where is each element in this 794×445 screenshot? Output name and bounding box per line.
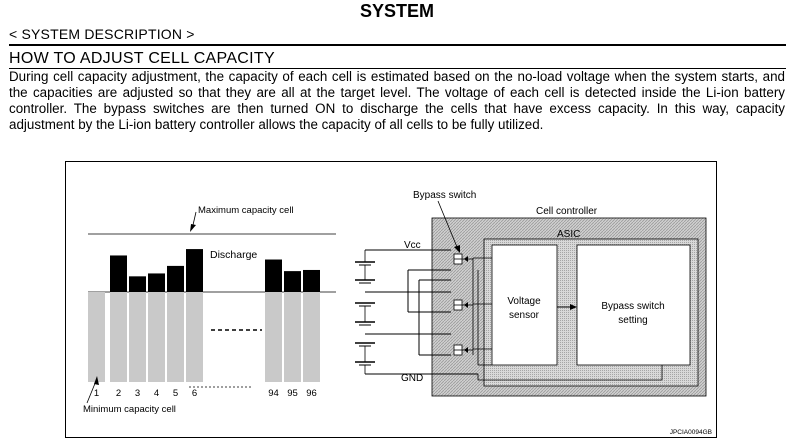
cell-excess-bar [303,269,320,292]
cell-number: 95 [287,388,298,399]
cell-number: 2 [116,388,121,399]
max-cell-leader [192,211,197,226]
cell-base-bar [167,292,184,382]
section-divider [9,44,786,46]
bypass-switch-label: Bypass switch [413,190,476,201]
cell-number: 4 [154,388,159,399]
gnd-label: GND [401,373,423,384]
cell-base-bar [110,292,127,382]
cell-capacity-diagram: 1 2 3 4 5 6 94 95 96 Discharge Maximum capacity … [83,190,712,436]
cell-number: 96 [306,388,317,399]
max-cell-arrowhead [190,224,196,232]
page-header-title: SYSTEM [359,1,434,21]
cell-base-bar [129,292,146,382]
switch-arrowhead [464,302,468,308]
cell-number: 6 [192,388,197,399]
cell-capacity-figure: 1 2 3 4 5 6 94 95 96 Discharge Maximum capacity … [65,161,717,438]
section-label: < SYSTEM DESCRIPTION > [9,26,195,42]
cell-base-bar [303,292,320,382]
circuit-wiring [355,249,663,381]
min-capacity-cell-label: Minimum capacity cell [83,404,176,415]
figure-id: JPCIA0094GB [670,429,712,436]
cell-base-bar [265,292,282,382]
switch-arrowhead [464,256,468,262]
cell-excess-bar [284,271,301,292]
cell-excess-bar [186,249,203,292]
cell-number-labels: 1 2 3 4 5 6 94 95 96 [94,388,317,399]
voltage-sensor-label-2: sensor [509,310,540,321]
min-cell-arrowhead [94,376,99,385]
cell-controller-circuit: Cell controller ASIC Voltage sensor Bypa… [355,190,712,436]
cell-base-bar [148,292,165,382]
voltage-sensor-box [491,244,558,366]
sensor-to-setting-arrowhead [570,304,577,310]
cell-base-bar [284,292,301,382]
cell-number: 3 [135,388,140,399]
switch-arrowhead [464,347,468,353]
bypass-setting-label-2: setting [618,315,647,326]
cell-excess-bar [265,259,282,292]
vcc-label: Vcc [404,240,421,251]
cell-excess-bar [110,255,127,292]
cell-bars [88,249,320,382]
cell-controller-label: Cell controller [536,206,598,217]
asic-label: ASIC [557,229,580,240]
bypass-setting-label-1: Bypass switch [601,301,664,312]
cell-excess-bar [129,276,146,292]
cell-number: 5 [173,388,178,399]
cell-number: 1 [94,388,99,399]
topic-divider [9,68,786,69]
body-paragraph: During cell capacity adjustment, the cap… [9,69,785,132]
cell-capacity-chart: 1 2 3 4 5 6 94 95 96 Discharge Maximum capacity … [83,205,336,415]
voltage-sensor-label-1: Voltage [507,296,541,307]
bypass-switch-arrowhead [454,245,460,253]
bypass-switch-leader [437,200,458,248]
min-cell-leader [86,380,97,404]
cell-excess-bar [167,265,184,292]
discharge-label: Discharge [210,249,257,261]
cell-excess-bar [148,273,165,292]
cell-number: 94 [268,388,279,399]
cell-base-bar [88,292,105,382]
bypass-switch-setting-box [576,244,691,366]
cell-base-bar [186,292,203,382]
topic-title: HOW TO ADJUST CELL CAPACITY [9,50,275,67]
max-capacity-cell-label: Maximum capacity cell [198,205,294,216]
